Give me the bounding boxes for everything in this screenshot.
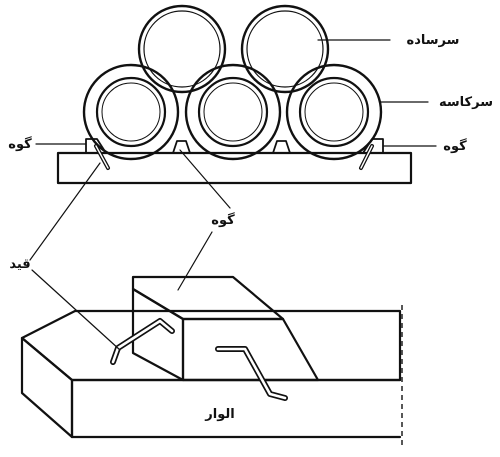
label-timber: الوار xyxy=(204,407,234,422)
wedge-block-top xyxy=(131,275,285,321)
top-figure xyxy=(29,4,437,261)
socket-end-pipe xyxy=(285,63,383,161)
label-plain-end: سرساده xyxy=(407,33,460,48)
timber-top-face xyxy=(20,309,402,382)
detail-clamp-right xyxy=(215,346,288,401)
detail-clamp-left xyxy=(110,318,175,365)
label-wedge-middle: گوه xyxy=(211,212,235,228)
label-socket-end: سرکاسه xyxy=(439,95,493,110)
timber-end-face xyxy=(20,336,74,439)
label-clamp: قید xyxy=(9,257,30,272)
socket-end-pipe xyxy=(184,63,282,161)
wedge-mid-1 xyxy=(172,140,191,154)
label-wedge-right: گوه xyxy=(443,138,467,154)
clamp-right xyxy=(359,144,374,170)
top-timber xyxy=(56,151,413,185)
wedge-block-front xyxy=(181,317,320,382)
plain-end-pipe xyxy=(240,4,330,94)
wedge-mid-2 xyxy=(272,140,291,154)
socket-end-pipe xyxy=(82,63,180,161)
bottom-figure xyxy=(20,231,403,445)
label-wedge-left: گوه xyxy=(8,136,32,152)
timber-front-face xyxy=(70,378,402,439)
clamp-left xyxy=(94,144,110,170)
wedge-block-end xyxy=(131,287,185,382)
wedge-left xyxy=(85,138,107,154)
plain-end-pipe xyxy=(137,4,227,94)
